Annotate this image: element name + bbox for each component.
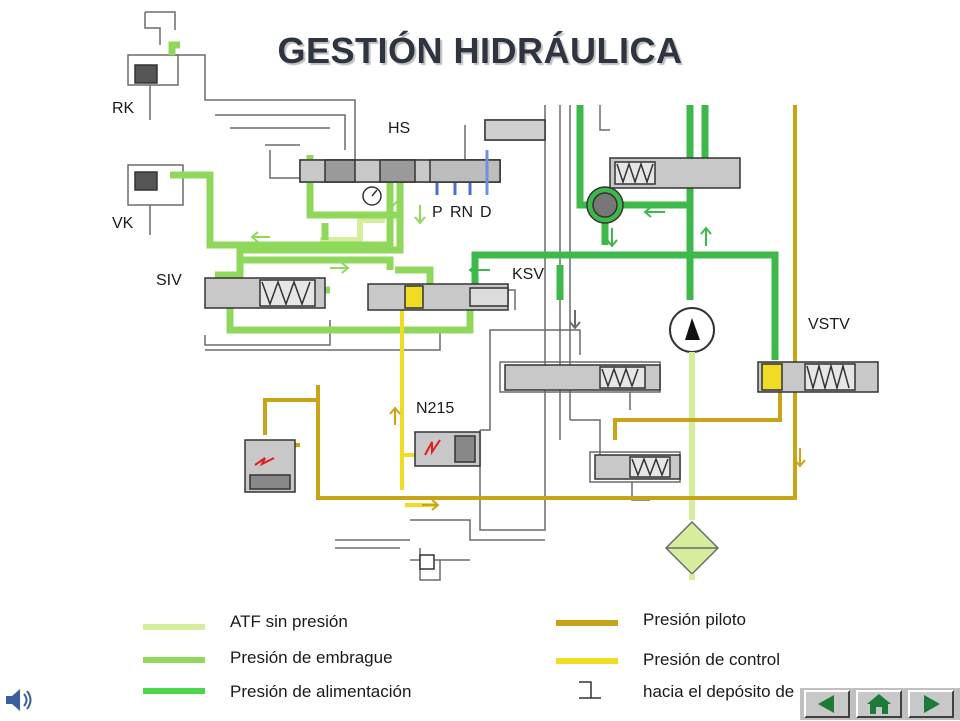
page-title: GESTIÓN HIDRÁULICA [277,30,683,71]
flow-arrows [250,198,806,511]
label-p: P [432,204,443,221]
valve-bodies [134,64,879,570]
nav-bar [800,688,960,720]
legend-swatch-atf [143,624,205,630]
prev-button[interactable] [804,690,850,718]
speaker-icon[interactable] [2,684,38,716]
label-d: D [480,204,492,221]
prev-arrow-icon [818,695,834,713]
label-vk: VK [112,215,134,232]
supply-pressure-lines [471,105,779,360]
label-n215: N215 [416,400,455,417]
label-hs: HS [388,120,411,137]
legend-label-control: Presión de control [643,650,781,669]
legend-label-supply: Presión de alimentación [230,682,412,701]
legend-label-tank: hacia el depósito de [643,682,795,701]
label-vstv: VSTV [808,316,850,333]
tank-return-icon [579,681,601,699]
legend-swatch-clutch [143,657,205,663]
label-rk: RK [112,100,135,117]
legend-swatch-supply [143,688,205,694]
next-arrow-icon [924,695,940,713]
atf-lines [320,217,695,580]
legend-label-atf: ATF sin presión [230,612,348,631]
label-siv: SIV [156,272,182,289]
label-ksv: KSV [512,266,545,283]
home-icon [867,694,891,714]
legend-label-pilot: Presión piloto [643,610,747,629]
legend-label-clutch: Presión de embrague [230,648,393,667]
next-button[interactable] [908,690,954,718]
legend-swatch-control [556,658,618,664]
legend-swatch-pilot [556,620,618,626]
label-rn: RN [450,204,474,221]
home-button[interactable] [856,690,902,718]
